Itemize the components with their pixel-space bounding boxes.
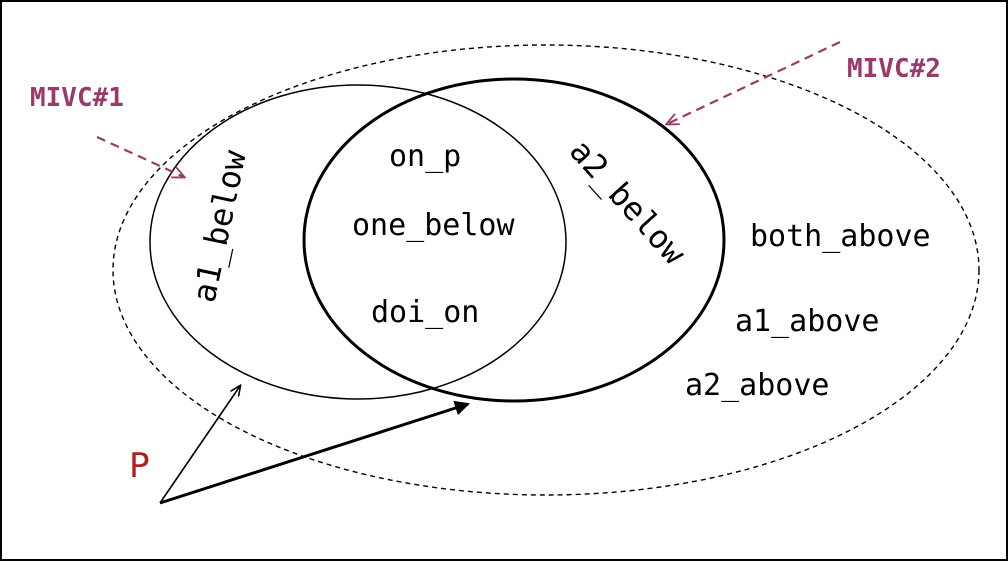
a1-below-label: a1_below bbox=[185, 146, 254, 305]
mivc1-label: MIVC#1 bbox=[30, 83, 124, 113]
on-p-label: on_p bbox=[389, 139, 461, 174]
mivc2-label: MIVC#2 bbox=[847, 54, 941, 84]
one-below-label: one_below bbox=[352, 208, 515, 243]
mivc2-arrow bbox=[667, 41, 841, 124]
p-arrow-to-a1 bbox=[159, 386, 240, 504]
p-label: P bbox=[129, 446, 150, 486]
both-above-label: both_above bbox=[750, 219, 931, 254]
set-a2-ellipse bbox=[302, 77, 726, 403]
a2-above-label: a2_above bbox=[685, 368, 830, 403]
a2-below-label: a2_below bbox=[562, 132, 694, 273]
a1-above-label: a1_above bbox=[735, 304, 880, 339]
doi-on-label: doi_on bbox=[371, 295, 479, 330]
mivc1-arrow bbox=[96, 136, 184, 177]
universe-ellipse bbox=[112, 44, 980, 496]
set-a1-ellipse bbox=[149, 84, 567, 400]
p-arrow-to-a2 bbox=[159, 404, 468, 505]
